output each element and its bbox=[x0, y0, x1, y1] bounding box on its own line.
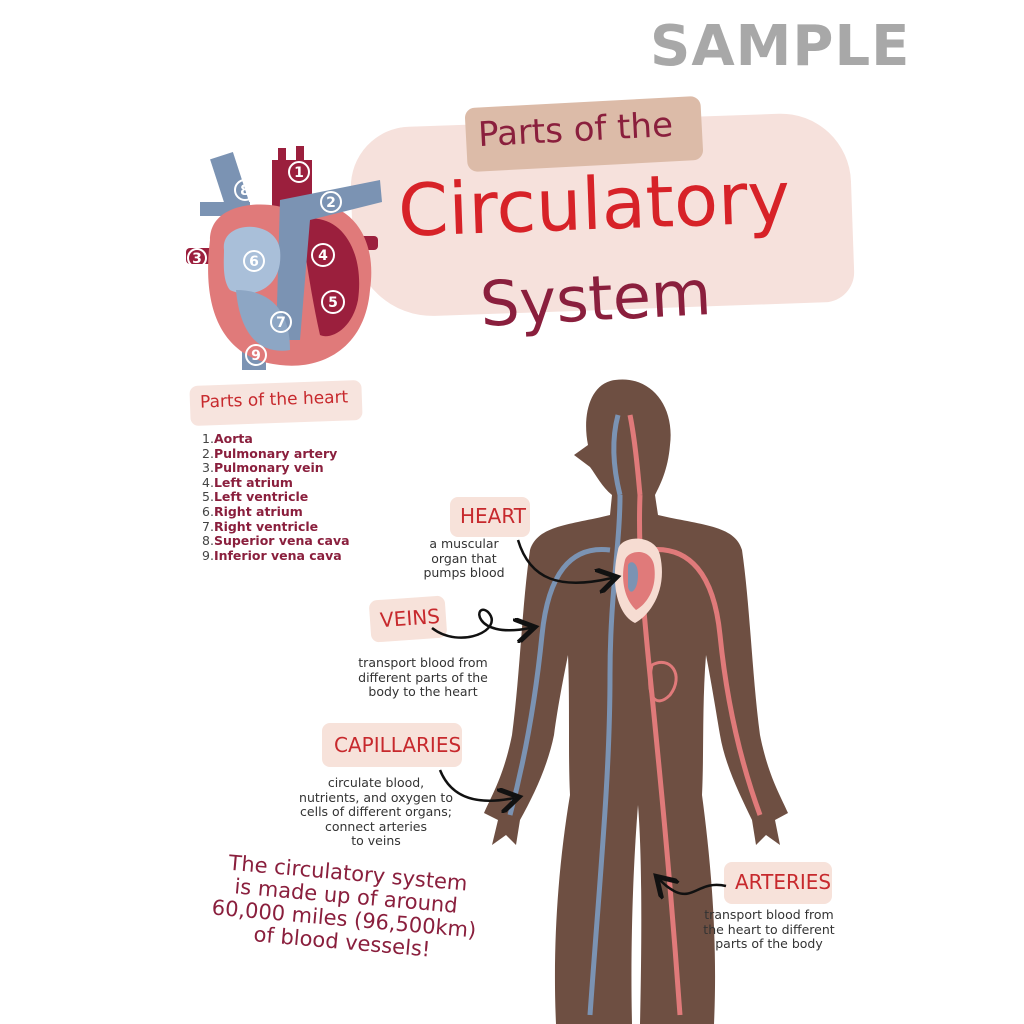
list-item: 4.Left atrium bbox=[202, 474, 293, 490]
list-item: 5.Left ventricle bbox=[202, 489, 309, 505]
list-item: 9.Inferior vena cava bbox=[202, 547, 342, 563]
body-heart-icon bbox=[614, 538, 662, 623]
list-item: 8.Superior vena cava bbox=[202, 533, 350, 549]
sample-watermark: SAMPLE bbox=[650, 14, 911, 79]
title-line-2: Circulatory bbox=[396, 155, 792, 253]
list-item: 1.Aorta bbox=[202, 431, 253, 446]
capillaries-label-box bbox=[322, 723, 462, 767]
heart-label: HEART bbox=[460, 504, 527, 528]
heart-number-4: 4 bbox=[318, 248, 328, 264]
capillaries-label: CAPILLARIES bbox=[334, 733, 462, 757]
heart-parts-list: 1.Aorta 2.Pulmonary artery 3.Pulmonary v… bbox=[202, 431, 350, 563]
heart-number-8: 8 bbox=[240, 183, 250, 199]
list-item: 6.Right atrium bbox=[202, 503, 303, 519]
right-atrium-shape bbox=[223, 226, 281, 294]
heart-number-5: 5 bbox=[328, 295, 338, 311]
arteries-label: ARTERIES bbox=[735, 870, 832, 894]
heart-number-2: 2 bbox=[326, 195, 336, 211]
heart-number-7: 7 bbox=[276, 315, 286, 331]
pulmonary-artery-shape bbox=[276, 180, 382, 340]
arteries-label-box bbox=[724, 862, 832, 904]
veins-label: VEINS bbox=[379, 603, 441, 633]
heart-diagram: 1 2 3 4 5 6 7 8 9 bbox=[186, 146, 382, 370]
heart-number-9: 9 bbox=[251, 348, 261, 364]
heart-label-box bbox=[450, 497, 530, 537]
heart-number-6: 6 bbox=[249, 254, 259, 270]
list-item: 7.Right ventricle bbox=[202, 518, 319, 534]
title-line-3: System bbox=[478, 255, 713, 342]
list-item: 3.Pulmonary vein bbox=[202, 460, 324, 476]
list-item: 2.Pulmonary artery bbox=[202, 445, 338, 461]
heart-number-1: 1 bbox=[294, 165, 304, 181]
capillaries-description: circulate blood,nutrients, and oxygen to… bbox=[299, 775, 453, 849]
heart-number-3: 3 bbox=[192, 251, 202, 267]
right-ventricle-shape bbox=[236, 290, 290, 351]
